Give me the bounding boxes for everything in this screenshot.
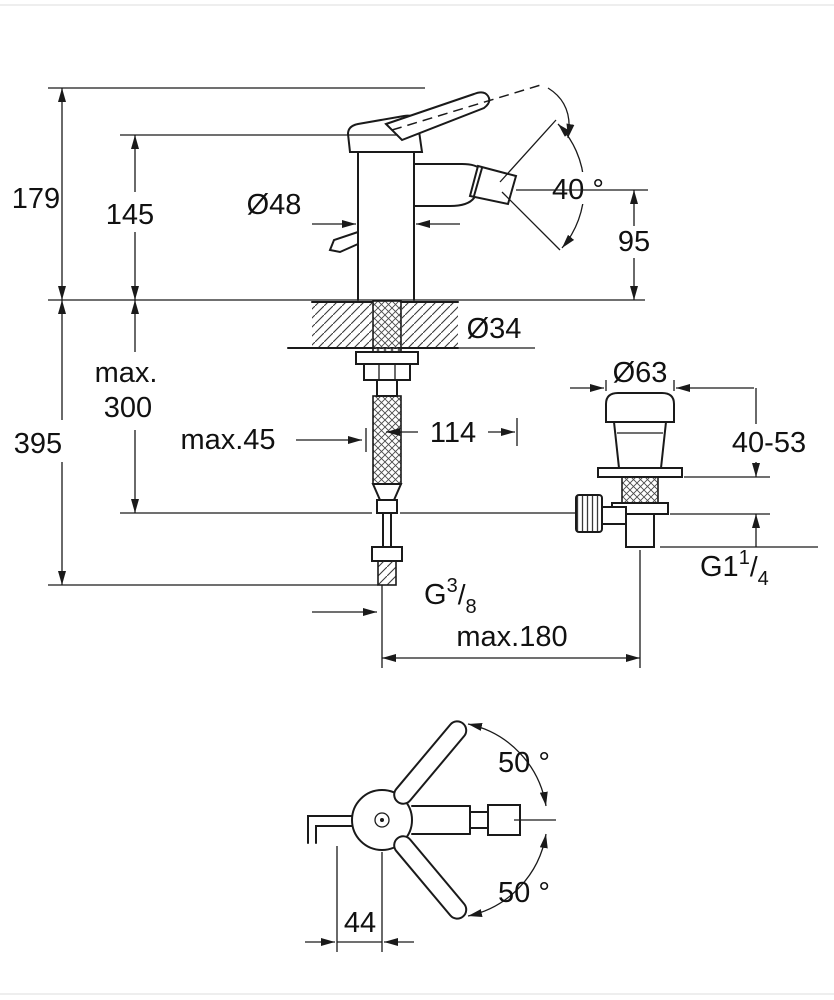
dim-o63-label: Ø63: [613, 357, 668, 389]
dim-body-diameter-48: Ø48: [247, 189, 460, 228]
dim-outlet-height-95: 95: [516, 189, 650, 300]
dim-114-label: 114: [430, 417, 476, 449]
dim-total-height-179: 179: [12, 87, 425, 300]
pop-up-rod-top-view: [307, 815, 353, 844]
valve-dome: [605, 392, 675, 423]
hose-nut: [371, 546, 403, 562]
dim-max300-word: max.: [95, 357, 158, 389]
dim-4053-label: 40-53: [732, 427, 806, 459]
flexible-hose: [372, 395, 402, 485]
side-view: 179 145 Ø48 40 ° 95 Ø34: [12, 83, 818, 668]
hose-connector: [376, 499, 398, 514]
threaded-shank: [372, 300, 402, 353]
dim-95-label: 95: [618, 226, 650, 258]
dim-max-180: max.180: [381, 550, 641, 668]
dim-height-145: 145: [106, 134, 398, 300]
dim-395-label: 395: [14, 428, 62, 460]
valve-neck: [612, 421, 668, 469]
dim-hole-diameter-34: Ø34: [467, 313, 522, 345]
dim-rod-offset-114: 114: [386, 417, 518, 449]
spout-top: [413, 163, 483, 171]
pop-up-rod-knob: [328, 230, 359, 254]
dim-swivel-down-50: 50 °: [467, 833, 550, 918]
spout-bottom: [413, 197, 475, 207]
dim-50up-label: 50 °: [498, 747, 550, 779]
spout-top-view: [411, 804, 521, 836]
dim-max180-label: max.180: [456, 621, 567, 653]
lever-position-down: [393, 835, 468, 920]
dim-aerator-angle-40: 40 °: [499, 119, 612, 251]
lever-position-up: [393, 720, 468, 805]
dim-145-label: 145: [106, 199, 154, 231]
label-thread-g114: G11/4: [660, 546, 818, 590]
mounting-hardware: [355, 300, 419, 586]
knob-stem: [601, 506, 627, 525]
thread-g38-label: G3/8: [424, 575, 477, 618]
dim-depth-395: 395: [14, 300, 378, 586]
mounting-nut: [363, 363, 411, 381]
dim-max-300: max. 300: [95, 300, 372, 514]
valve-thread: [621, 476, 659, 504]
dim-flange-diameter-63: Ø63: [570, 357, 754, 392]
dim-max-45: max.45: [180, 424, 367, 456]
dim-50down-label: 50 °: [498, 877, 550, 909]
dim-44-label: 44: [344, 907, 376, 939]
dim-max300-value: 300: [104, 392, 152, 424]
valve-flange: [597, 467, 683, 478]
faucet-body: [328, 83, 575, 301]
dim-o34-label: Ø34: [467, 313, 522, 345]
supply-thread-end: [377, 560, 397, 586]
thread-g114-label: G11/4: [700, 547, 769, 590]
valve-tube: [625, 513, 655, 548]
deck-cross-section: [48, 299, 645, 349]
top-view: 50 ° 50 ° 44: [305, 720, 556, 952]
lever-motion-arrow: [547, 87, 575, 139]
label-thread-g38: G3/8: [312, 575, 477, 618]
lever-handle: [384, 91, 491, 142]
control-knob: [575, 494, 603, 533]
mounting-flange: [355, 351, 419, 365]
waste-valve: [400, 392, 683, 548]
dim-o48-label: Ø48: [247, 189, 302, 221]
hose-adapter: [376, 379, 398, 397]
dim-swivel-up-50: 50 °: [467, 722, 550, 807]
dim-179-label: 179: [12, 183, 60, 215]
hose-taper: [371, 483, 403, 501]
dim-clamp-40-53: 40-53: [670, 388, 806, 547]
lever-raised-dashed: [391, 83, 545, 131]
dim-max45-label: max.45: [180, 424, 275, 456]
hose-stem: [382, 512, 392, 548]
dim-offset-44: 44: [305, 846, 414, 952]
cartridge-center: [374, 812, 390, 828]
